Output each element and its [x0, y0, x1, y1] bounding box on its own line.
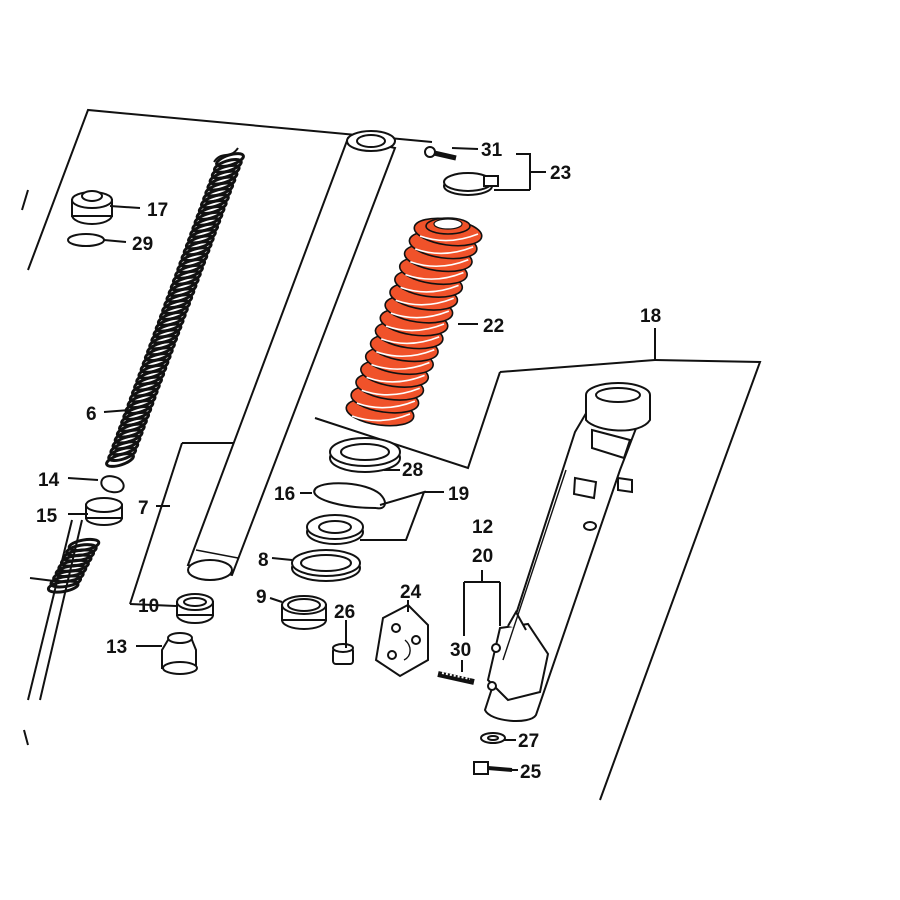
label-26: 26 [334, 602, 355, 623]
label-15: 15 [36, 506, 58, 527]
axle-holder [374, 603, 429, 678]
label-7: 7 [138, 498, 149, 519]
label-17: 17 [147, 200, 168, 221]
label-14: 14 [38, 470, 60, 491]
frame-lines [21, 108, 762, 801]
drain-bolt [473, 761, 513, 775]
fork-boot [345, 217, 483, 427]
guide-bushing [281, 595, 327, 630]
o-ring [67, 233, 105, 247]
label-25: 25 [520, 762, 542, 783]
boot-clamp [443, 172, 499, 196]
damper-rod [27, 519, 101, 701]
label-10: 10 [138, 596, 159, 617]
circlip [100, 475, 125, 494]
leader-lines [67, 147, 656, 771]
label-12: 12 [472, 517, 493, 538]
label-24: 24 [400, 582, 422, 603]
label-22: 22 [483, 316, 504, 337]
label-9: 9 [256, 587, 267, 608]
oil-lock-piece [161, 632, 198, 675]
slider-bushing [176, 593, 214, 624]
oil-seal-clip [313, 482, 386, 510]
backup-ring [291, 549, 361, 582]
label-6: 6 [86, 404, 97, 425]
dust-seal [329, 437, 401, 473]
nut [332, 643, 354, 665]
label-23: 23 [550, 163, 571, 184]
oil-seal [306, 514, 364, 545]
inner-fork-tube [186, 130, 397, 581]
label-29: 29 [132, 234, 153, 255]
label-30: 30 [450, 640, 471, 661]
label-20: 20 [472, 546, 493, 567]
clamp-screw [424, 146, 457, 161]
label-8: 8 [258, 550, 269, 571]
label-13: 13 [106, 637, 127, 658]
label-31: 31 [481, 140, 503, 161]
drain-washer [480, 732, 506, 744]
outer-fork-slider [483, 382, 651, 722]
spring-seat [85, 497, 123, 526]
label-28: 28 [402, 460, 423, 481]
label-16: 16 [274, 484, 295, 505]
label-18: 18 [640, 306, 661, 327]
stud-bolt [437, 671, 475, 685]
label-19: 19 [448, 484, 469, 505]
cap-bolt [71, 190, 113, 225]
fork-spring [105, 147, 245, 468]
part-labels: 17 29 31 23 22 18 6 14 15 7 28 16 19 12 … [36, 140, 661, 783]
label-27: 27 [518, 731, 539, 752]
